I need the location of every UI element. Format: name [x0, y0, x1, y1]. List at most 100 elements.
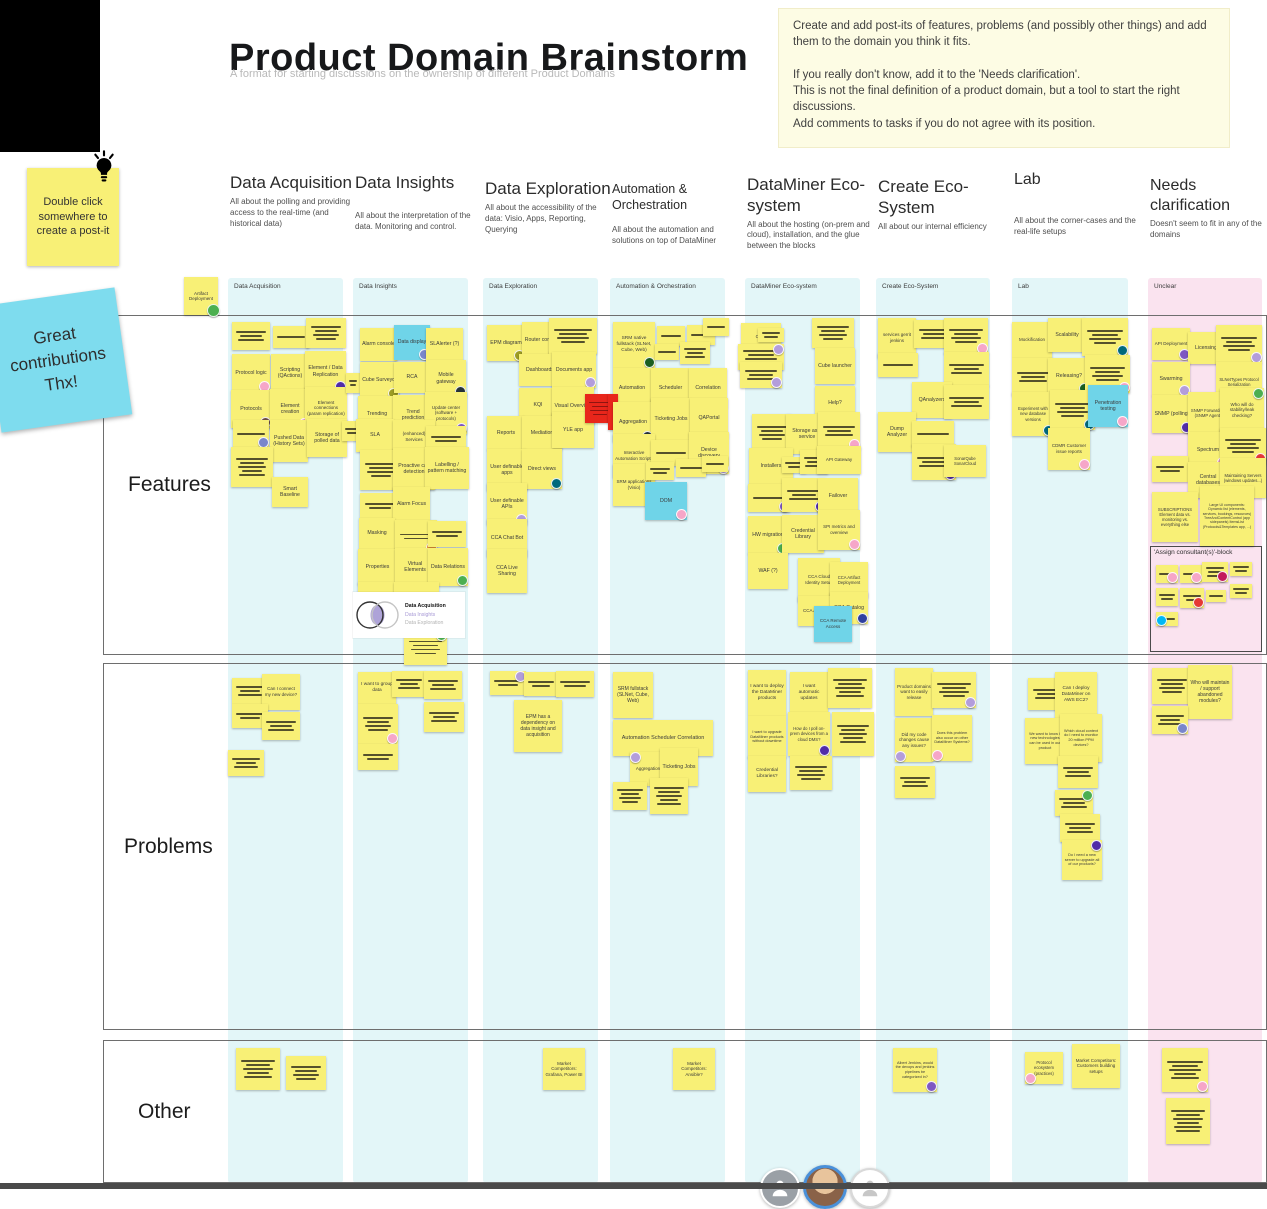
- sticky-note[interactable]: [490, 671, 526, 695]
- sticky-note[interactable]: [286, 1056, 326, 1090]
- sticky-note[interactable]: Market Competitors: Grafana, Power BI: [543, 1048, 585, 1090]
- sticky-note[interactable]: Cube launcher: [815, 348, 855, 384]
- sticky-note[interactable]: HW migration: [748, 516, 788, 554]
- sticky-note[interactable]: Element / Data Replication: [305, 351, 346, 392]
- sticky-note[interactable]: Pushed Data (History Sets): [270, 420, 308, 462]
- sticky-note[interactable]: [1156, 588, 1178, 606]
- sticky-note[interactable]: Scripting (QActions): [271, 354, 309, 392]
- sticky-note[interactable]: [932, 672, 976, 708]
- sticky-note[interactable]: [1180, 588, 1204, 608]
- sticky-note[interactable]: [752, 414, 792, 452]
- sticky-note[interactable]: [702, 456, 728, 472]
- sticky-note[interactable]: [912, 421, 954, 447]
- sticky-note[interactable]: [1055, 790, 1093, 816]
- sticky-note[interactable]: [306, 318, 346, 348]
- sticky-note[interactable]: Product domains want to easily release: [895, 668, 933, 716]
- sticky-note[interactable]: SPI metrics and overview: [818, 510, 860, 550]
- sticky-note[interactable]: API Deployment: [1152, 328, 1190, 360]
- sticky-note[interactable]: [1202, 562, 1228, 582]
- sticky-note[interactable]: Who will maintain / support abandoned mo…: [1188, 665, 1232, 719]
- sticky-note[interactable]: [262, 712, 300, 740]
- sticky-note[interactable]: Cube Surveyor: [360, 362, 399, 399]
- sticky-note[interactable]: Does this problem also occur on other Da…: [932, 715, 972, 761]
- sticky-note[interactable]: [790, 756, 832, 790]
- sticky-note[interactable]: [1216, 325, 1262, 363]
- sticky-note[interactable]: I want to deploy the DataMiner products: [748, 670, 786, 716]
- venn-diagram[interactable]: Data Acquisition Data Insights Data Expl…: [353, 592, 465, 638]
- sticky-note[interactable]: [1180, 565, 1202, 583]
- sticky-note[interactable]: API Gateway: [817, 446, 861, 474]
- sticky-note[interactable]: [613, 782, 647, 810]
- sticky-note[interactable]: [650, 778, 688, 814]
- sticky-note[interactable]: [1206, 590, 1226, 602]
- sticky-note[interactable]: [878, 353, 918, 377]
- sticky-note[interactable]: [944, 318, 988, 354]
- sticky-note[interactable]: [680, 342, 710, 364]
- sticky-note[interactable]: [944, 385, 989, 419]
- sticky-note[interactable]: [1156, 565, 1178, 583]
- sticky-note[interactable]: SLAlerter (?): [426, 328, 463, 361]
- thanks-sticky-note[interactable]: Great contributions Thx!: [0, 287, 133, 433]
- sticky-note[interactable]: [346, 373, 360, 393]
- sticky-note[interactable]: How do I poll on-prem devices from a clo…: [788, 712, 830, 756]
- sticky-note[interactable]: Protocol ecosystem (practices): [1025, 1052, 1063, 1084]
- sticky-note[interactable]: Market Competitors: Customers building s…: [1072, 1044, 1120, 1088]
- sticky-note[interactable]: I want to group data: [358, 672, 396, 704]
- artifact-deployment-sticky[interactable]: Artifact Deployment: [184, 277, 220, 317]
- sticky-note[interactable]: [1012, 358, 1054, 396]
- sticky-note[interactable]: [233, 420, 269, 448]
- hint-sticky-note[interactable]: Double click somewhere to create a post-…: [27, 168, 119, 266]
- sticky-note[interactable]: [1156, 612, 1178, 626]
- sticky-note[interactable]: [428, 521, 466, 547]
- sticky-note[interactable]: [818, 412, 860, 450]
- sticky-note[interactable]: [424, 671, 462, 699]
- sticky-note[interactable]: CCA Remote Access: [814, 606, 852, 642]
- sticky-note[interactable]: Labelling / pattern matching: [425, 447, 469, 489]
- sticky-note[interactable]: I want automatic updates: [790, 672, 828, 714]
- sticky-note[interactable]: [1058, 756, 1098, 788]
- sticky-note[interactable]: Reports: [487, 416, 525, 450]
- sticky-note[interactable]: Large UI components: Dynamic list (eleme…: [1200, 486, 1254, 546]
- sticky-note[interactable]: [944, 352, 989, 386]
- sticky-note[interactable]: [1166, 1098, 1210, 1144]
- sticky-note[interactable]: Automation: [613, 368, 651, 408]
- sticky-note[interactable]: Did my code changes cause any issues?: [895, 718, 933, 762]
- sticky-note[interactable]: CCA Live Sharing: [487, 549, 527, 593]
- sticky-note[interactable]: SRM native fullstack (SLNet, Cube, Web): [613, 322, 655, 368]
- sticky-note[interactable]: Properties: [358, 549, 397, 585]
- sticky-note[interactable]: [655, 344, 679, 360]
- assign-consultants-block-frame[interactable]: 'Assign consultant(s)'-block: [1150, 546, 1262, 652]
- sticky-note[interactable]: Data Relations: [428, 548, 468, 586]
- sticky-note[interactable]: Failover: [818, 478, 858, 514]
- sticky-note[interactable]: EPM has a dependency on data insight and…: [514, 700, 562, 752]
- sticky-note[interactable]: [236, 1048, 280, 1090]
- sticky-note[interactable]: Alarm Focus: [393, 487, 430, 521]
- sticky-note[interactable]: [895, 766, 935, 798]
- sticky-note[interactable]: Credential Libraries?: [748, 756, 786, 792]
- sticky-note[interactable]: Protocol logic: [232, 354, 270, 392]
- sticky-note[interactable]: Do I need a new server to upgrade all of…: [1062, 840, 1102, 880]
- sticky-note[interactable]: SNMP (polling): [1152, 395, 1192, 433]
- sticky-note[interactable]: services gerrit jenkins: [878, 318, 916, 358]
- sticky-note[interactable]: Who will do stability/leak checking?: [1220, 388, 1264, 432]
- sticky-note[interactable]: [740, 362, 782, 388]
- sticky-note[interactable]: [1230, 562, 1252, 576]
- sticky-note[interactable]: Penetration testing: [1088, 385, 1128, 427]
- sticky-note[interactable]: [231, 447, 273, 487]
- sticky-note[interactable]: Ticketing Jobs: [651, 398, 691, 440]
- sticky-note[interactable]: [1152, 706, 1188, 734]
- sticky-note[interactable]: [358, 704, 398, 744]
- sticky-note[interactable]: Storage of polled data: [307, 419, 347, 457]
- sticky-note[interactable]: SonarQube SonarCloud: [944, 445, 986, 477]
- sticky-note[interactable]: [524, 672, 558, 696]
- sticky-note[interactable]: WAF (?): [748, 553, 788, 589]
- sticky-note[interactable]: SRM fullstack (SLNet, Cube, Web): [613, 672, 653, 718]
- sticky-note[interactable]: [358, 744, 398, 770]
- sticky-note[interactable]: [676, 459, 706, 477]
- sticky-note[interactable]: Dump Analyzer: [878, 412, 916, 452]
- sticky-note[interactable]: DOM: [645, 482, 687, 520]
- sticky-note[interactable]: Releasing?: [1048, 358, 1090, 394]
- sticky-note[interactable]: Smart Baseline: [272, 477, 308, 507]
- sticky-note[interactable]: Can I connect my new device?: [262, 674, 300, 710]
- sticky-note[interactable]: [232, 322, 270, 350]
